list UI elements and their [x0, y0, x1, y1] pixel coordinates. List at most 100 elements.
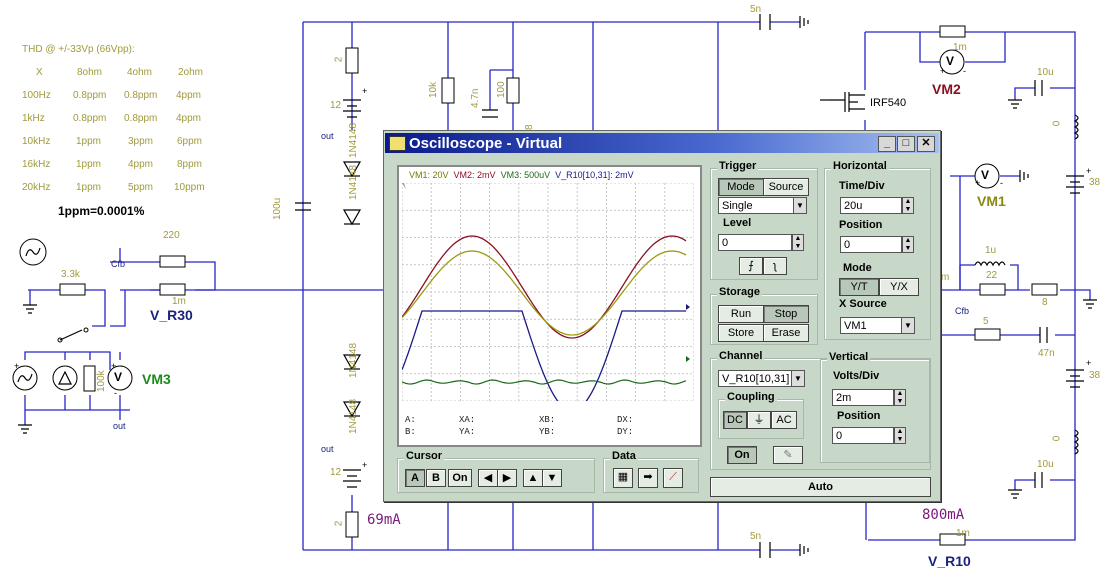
- thd-cell: 1ppm: [76, 159, 102, 170]
- plus-sign: +: [1086, 166, 1092, 176]
- resistor-label: 2: [333, 56, 345, 63]
- erase-button[interactable]: Erase: [763, 324, 809, 342]
- capacitor-label: 10u: [1037, 67, 1054, 78]
- h-position-label: Position: [839, 219, 883, 231]
- time-div-spinner[interactable]: ▲▼: [902, 197, 914, 214]
- horizontal-label: Horizontal: [831, 160, 889, 172]
- thd-cell: 4ppm: [176, 113, 202, 124]
- scope-screen[interactable]: VM1: 20V VM2: 2mV VM3: 500uV V_R10[10,31…: [397, 165, 702, 447]
- close-button[interactable]: ✕: [917, 136, 935, 152]
- resistor-label: 1m: [172, 296, 186, 307]
- channel-on-button[interactable]: On: [727, 446, 757, 464]
- chevron-down-icon[interactable]: ▼: [791, 370, 805, 387]
- thd-title: THD @ +/-33Vp (66Vpp):: [22, 44, 135, 55]
- resistor-label: m: [941, 272, 950, 283]
- capacitor-label: 5n: [750, 531, 762, 542]
- data-copy-icon[interactable]: ▦: [613, 468, 633, 488]
- thd-header: 8ohm: [77, 67, 103, 78]
- h-position-spinner[interactable]: ▲▼: [902, 236, 914, 253]
- thd-cell: 0.8ppm: [124, 113, 158, 124]
- trigger-level-input[interactable]: 0: [718, 234, 792, 251]
- capacitor-label: 10u: [1037, 459, 1054, 470]
- capacitor-label: 5n: [750, 4, 762, 15]
- trigger-mode-select[interactable]: Single: [718, 197, 798, 214]
- inductor-label: 0: [1051, 435, 1063, 442]
- capacitor-label: 47n: [1038, 348, 1055, 359]
- storage-group: Storage Run Stop Store Erase: [710, 286, 818, 345]
- channel-select[interactable]: V_R10[10,31]: [718, 370, 792, 387]
- plus-sign: +: [362, 460, 368, 470]
- stop-button[interactable]: Stop: [763, 305, 809, 323]
- cursor-ya: YA:: [459, 427, 476, 437]
- plus-sign: +: [940, 66, 946, 76]
- trigger-group: Trigger Mode Source Single ▼ Level 0 ▲▼ …: [710, 160, 818, 280]
- oscilloscope-window[interactable]: Oscilloscope - Virtual _ □ ✕ VM1: 20V VM…: [383, 130, 941, 502]
- probe-label: V_R30: [150, 307, 193, 323]
- diode-label: 1N4148: [348, 164, 359, 200]
- volts-div-spinner[interactable]: ▲▼: [894, 389, 906, 406]
- maximize-button[interactable]: □: [897, 136, 915, 152]
- title-bar[interactable]: Oscilloscope - Virtual _ □ ✕: [385, 133, 939, 153]
- cursor-right-icon[interactable]: ▶: [497, 469, 517, 487]
- x-source-select[interactable]: VM1: [840, 317, 915, 334]
- resistor-label: 5: [983, 316, 989, 327]
- rising-edge-icon[interactable]: ⨍: [739, 257, 763, 275]
- resistor-label: 10k: [428, 81, 439, 98]
- coupling-ac-button[interactable]: AC: [771, 411, 797, 429]
- auto-button[interactable]: Auto: [710, 477, 931, 497]
- mode-yt-button[interactable]: Y/T: [839, 278, 879, 296]
- level-spinner[interactable]: ▲▼: [792, 234, 804, 251]
- trace-vm3: [402, 379, 687, 385]
- trigger-source-button[interactable]: Source: [763, 178, 809, 196]
- volts-div-input[interactable]: 2m: [832, 389, 894, 406]
- data-label: Data: [610, 450, 638, 462]
- trigger-mode-button[interactable]: Mode: [718, 178, 764, 196]
- cursor-on-button[interactable]: On: [448, 469, 472, 487]
- cursor-b-button[interactable]: B: [426, 469, 446, 487]
- probe-pen-icon[interactable]: ✎: [773, 446, 803, 464]
- thd-header: X: [36, 67, 43, 78]
- chevron-down-icon[interactable]: ▼: [901, 317, 915, 334]
- h-position-input[interactable]: 0: [840, 236, 902, 253]
- channel-marker-icon: [686, 304, 690, 310]
- voltmeter-label: VM1: [977, 193, 1006, 209]
- plus-sign: +: [975, 178, 981, 188]
- cursor-up-icon[interactable]: ▲: [523, 469, 543, 487]
- data-graph-icon[interactable]: ⟋: [663, 468, 683, 488]
- thd-cell: 8ppm: [177, 159, 203, 170]
- thd-cell: 10kHz: [22, 136, 51, 147]
- cursor-down-icon[interactable]: ▼: [542, 469, 562, 487]
- inductor-label: 0: [1051, 120, 1063, 127]
- thd-cell: 3ppm: [128, 136, 154, 147]
- cursor-left-icon[interactable]: ◀: [478, 469, 498, 487]
- battery-label: 38: [1089, 177, 1101, 188]
- cursor-xb: XB:: [539, 415, 556, 425]
- v-position-input[interactable]: 0: [832, 427, 894, 444]
- chevron-down-icon[interactable]: ▼: [793, 197, 807, 214]
- thd-cell: 16kHz: [22, 159, 51, 170]
- minus-sign: -: [114, 388, 117, 398]
- oscilloscope-app-icon: [389, 136, 406, 151]
- minimize-button[interactable]: _: [878, 136, 896, 152]
- mode-yx-button[interactable]: Y/X: [879, 278, 919, 296]
- falling-edge-icon[interactable]: ʅ: [763, 257, 787, 275]
- time-div-input[interactable]: 20u: [840, 197, 902, 214]
- resistor-label: 1m: [956, 528, 970, 539]
- coupling-dc-button[interactable]: DC: [723, 411, 747, 429]
- battery-label: 12: [330, 100, 342, 111]
- net-label: Cfb: [111, 259, 126, 269]
- cursor-label: Cursor: [404, 450, 445, 462]
- plus-sign: +: [362, 86, 368, 96]
- inductor-label: 1u: [985, 245, 997, 256]
- data-export-icon[interactable]: ➡: [638, 468, 658, 488]
- current-annotation: 69mA: [367, 512, 401, 528]
- cursor-a-button[interactable]: A: [405, 469, 425, 487]
- v-position-spinner[interactable]: ▲▼: [894, 427, 906, 444]
- store-button[interactable]: Store: [718, 324, 764, 342]
- storage-label: Storage: [717, 286, 762, 298]
- minus-sign: -: [963, 66, 966, 76]
- v-position-label: Position: [837, 410, 881, 422]
- run-button[interactable]: Run: [718, 305, 764, 323]
- vertical-label: Vertical: [827, 351, 871, 363]
- coupling-gnd-button[interactable]: ⏚: [747, 411, 771, 429]
